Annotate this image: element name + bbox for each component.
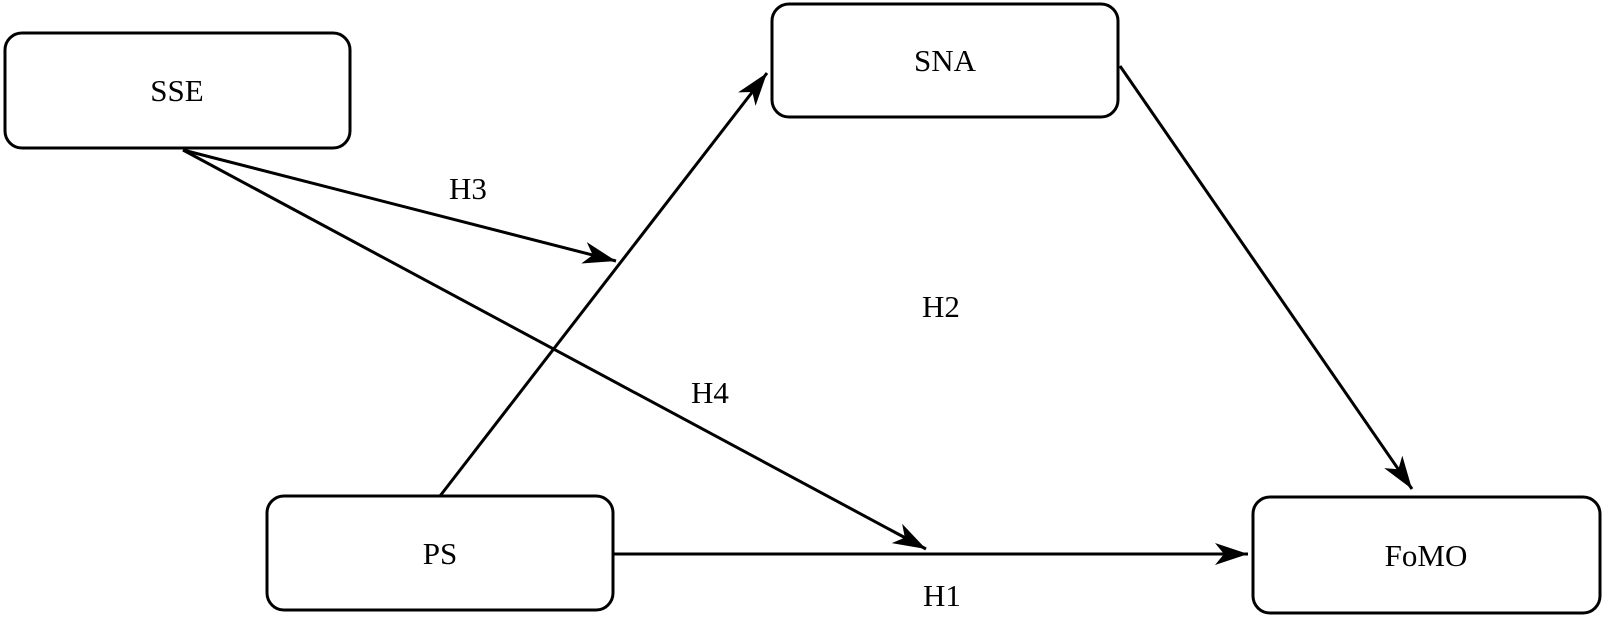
edge-sse-to-ps-fomo-path: [182, 148, 927, 551]
node-box-sna: [770, 2, 1120, 119]
node-label-sse: SSE: [150, 73, 203, 108]
edge-label-h3: H3: [449, 171, 487, 206]
node-box-ps: [265, 494, 615, 612]
node-label-ps: PS: [423, 536, 457, 571]
node-label-sna: SNA: [914, 43, 977, 78]
edge-label-h2: H2: [922, 289, 960, 324]
edge-ps-to-sna: [438, 72, 769, 497]
node-box-sse: [3, 31, 352, 150]
node-label-fomo: FoMO: [1385, 538, 1468, 573]
edge-sse-to-ps-sna-path: [182, 148, 617, 264]
edge-label-h4: H4: [691, 375, 729, 410]
node-box-fomo: [1251, 495, 1602, 615]
edge-sna-to-fomo: [1118, 65, 1414, 490]
edge-label-h1: H1: [923, 578, 961, 613]
